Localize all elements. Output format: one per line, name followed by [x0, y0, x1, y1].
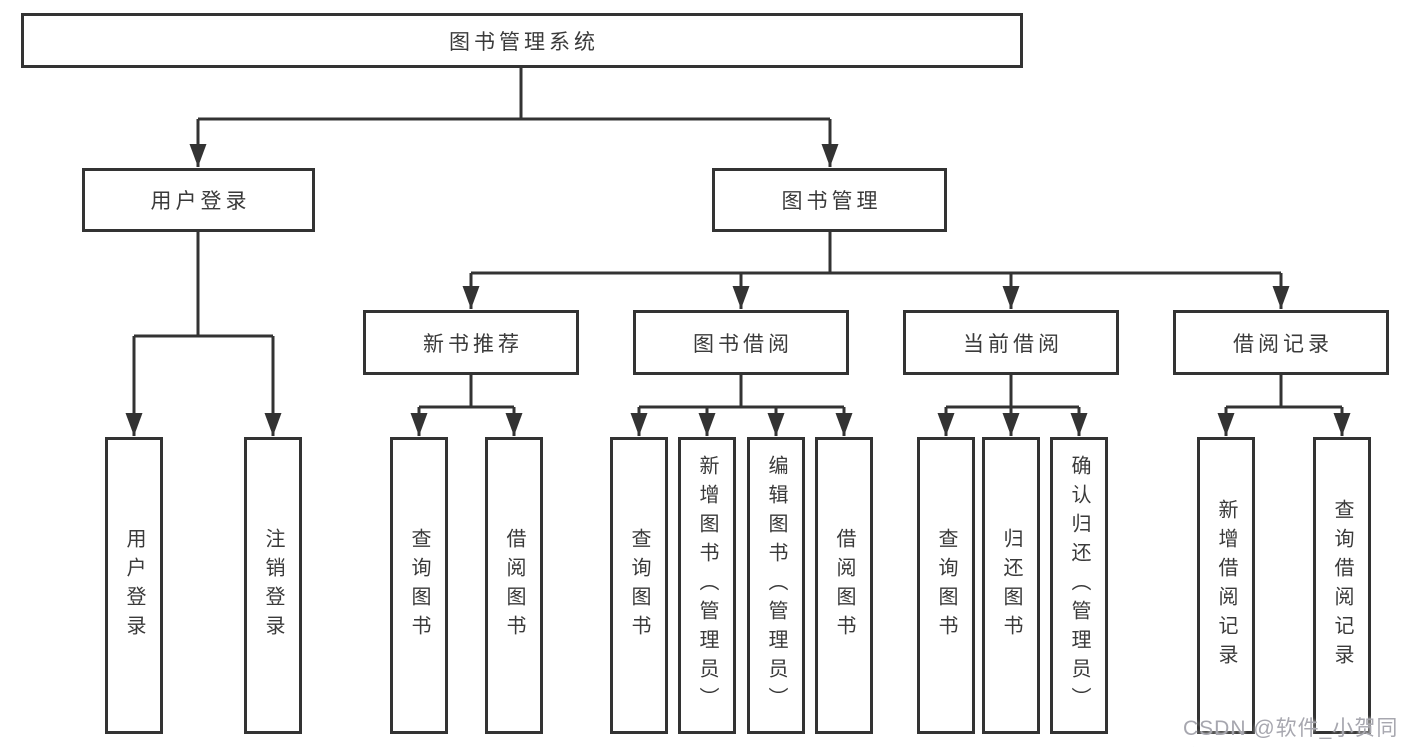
node-label: 新增借阅记录 — [1215, 498, 1237, 673]
node-leaf-return-books: 归还图书 — [982, 437, 1040, 734]
node-system-title: 图书管理系统 — [21, 13, 1023, 68]
node-book-management: 图书管理 — [712, 168, 947, 232]
node-label: 确认归还（管理员） — [1068, 455, 1090, 716]
node-leaf-edit-books-admin: 编辑图书（管理员） — [747, 437, 805, 734]
node-leaf-logout: 注销登录 — [244, 437, 302, 734]
node-label: 借阅记录 — [1233, 332, 1333, 356]
node-label: 用户登录 — [150, 190, 251, 213]
node-label: 借阅图书 — [503, 527, 525, 644]
node-leaf-query-books-1: 查询图书 — [390, 437, 448, 734]
node-book-borrow: 图书借阅 — [633, 310, 849, 375]
node-label: 归还图书 — [1000, 527, 1022, 644]
node-leaf-query-borrow-record: 查询借阅记录 — [1313, 437, 1371, 734]
csdn-watermark: CSDN @软件_小贺同学 — [1183, 717, 1399, 740]
node-borrow-record: 借阅记录 — [1173, 310, 1389, 375]
node-label: 图书借阅 — [693, 332, 793, 356]
node-leaf-query-books-3: 查询图书 — [917, 437, 975, 734]
connector-borrow-record-branch — [1226, 375, 1342, 409]
node-label: 借阅图书 — [833, 527, 855, 644]
node-leaf-user-login: 用户登录 — [105, 437, 163, 734]
node-leaf-borrow-books-1: 借阅图书 — [485, 437, 543, 734]
node-label: 新书推荐 — [423, 332, 523, 356]
node-label: 查询图书 — [408, 527, 430, 644]
node-leaf-query-books-2: 查询图书 — [610, 437, 668, 734]
node-label: 编辑图书（管理员） — [765, 455, 787, 716]
connector-book-management-branch — [471, 232, 1281, 275]
node-leaf-add-books-admin: 新增图书（管理员） — [678, 437, 736, 734]
node-current-borrow: 当前借阅 — [903, 310, 1119, 375]
node-label: 当前借阅 — [963, 332, 1063, 356]
connector-book-borrow-branch — [639, 375, 844, 409]
node-label: 图书管理系统 — [449, 30, 599, 54]
node-leaf-add-borrow-record: 新增借阅记录 — [1197, 437, 1255, 734]
node-label: 查询借阅记录 — [1331, 498, 1353, 673]
node-label: 注销登录 — [262, 527, 284, 644]
connector-root-branch — [198, 68, 830, 121]
node-leaf-borrow-books-2: 借阅图书 — [815, 437, 873, 734]
node-new-book-recommend: 新书推荐 — [363, 310, 579, 375]
node-label: 图书管理 — [781, 190, 882, 213]
node-label: 用户登录 — [123, 527, 145, 644]
node-leaf-confirm-return-admin: 确认归还（管理员） — [1050, 437, 1108, 734]
connector-new-book-branch — [419, 375, 514, 409]
node-label: 查询图书 — [628, 527, 650, 644]
connector-current-borrow-branch — [946, 375, 1079, 409]
node-label: 新增图书（管理员） — [696, 455, 718, 716]
connector-user-login-branch — [134, 232, 273, 338]
node-user-login: 用户登录 — [82, 168, 315, 232]
node-label: 查询图书 — [935, 527, 957, 644]
